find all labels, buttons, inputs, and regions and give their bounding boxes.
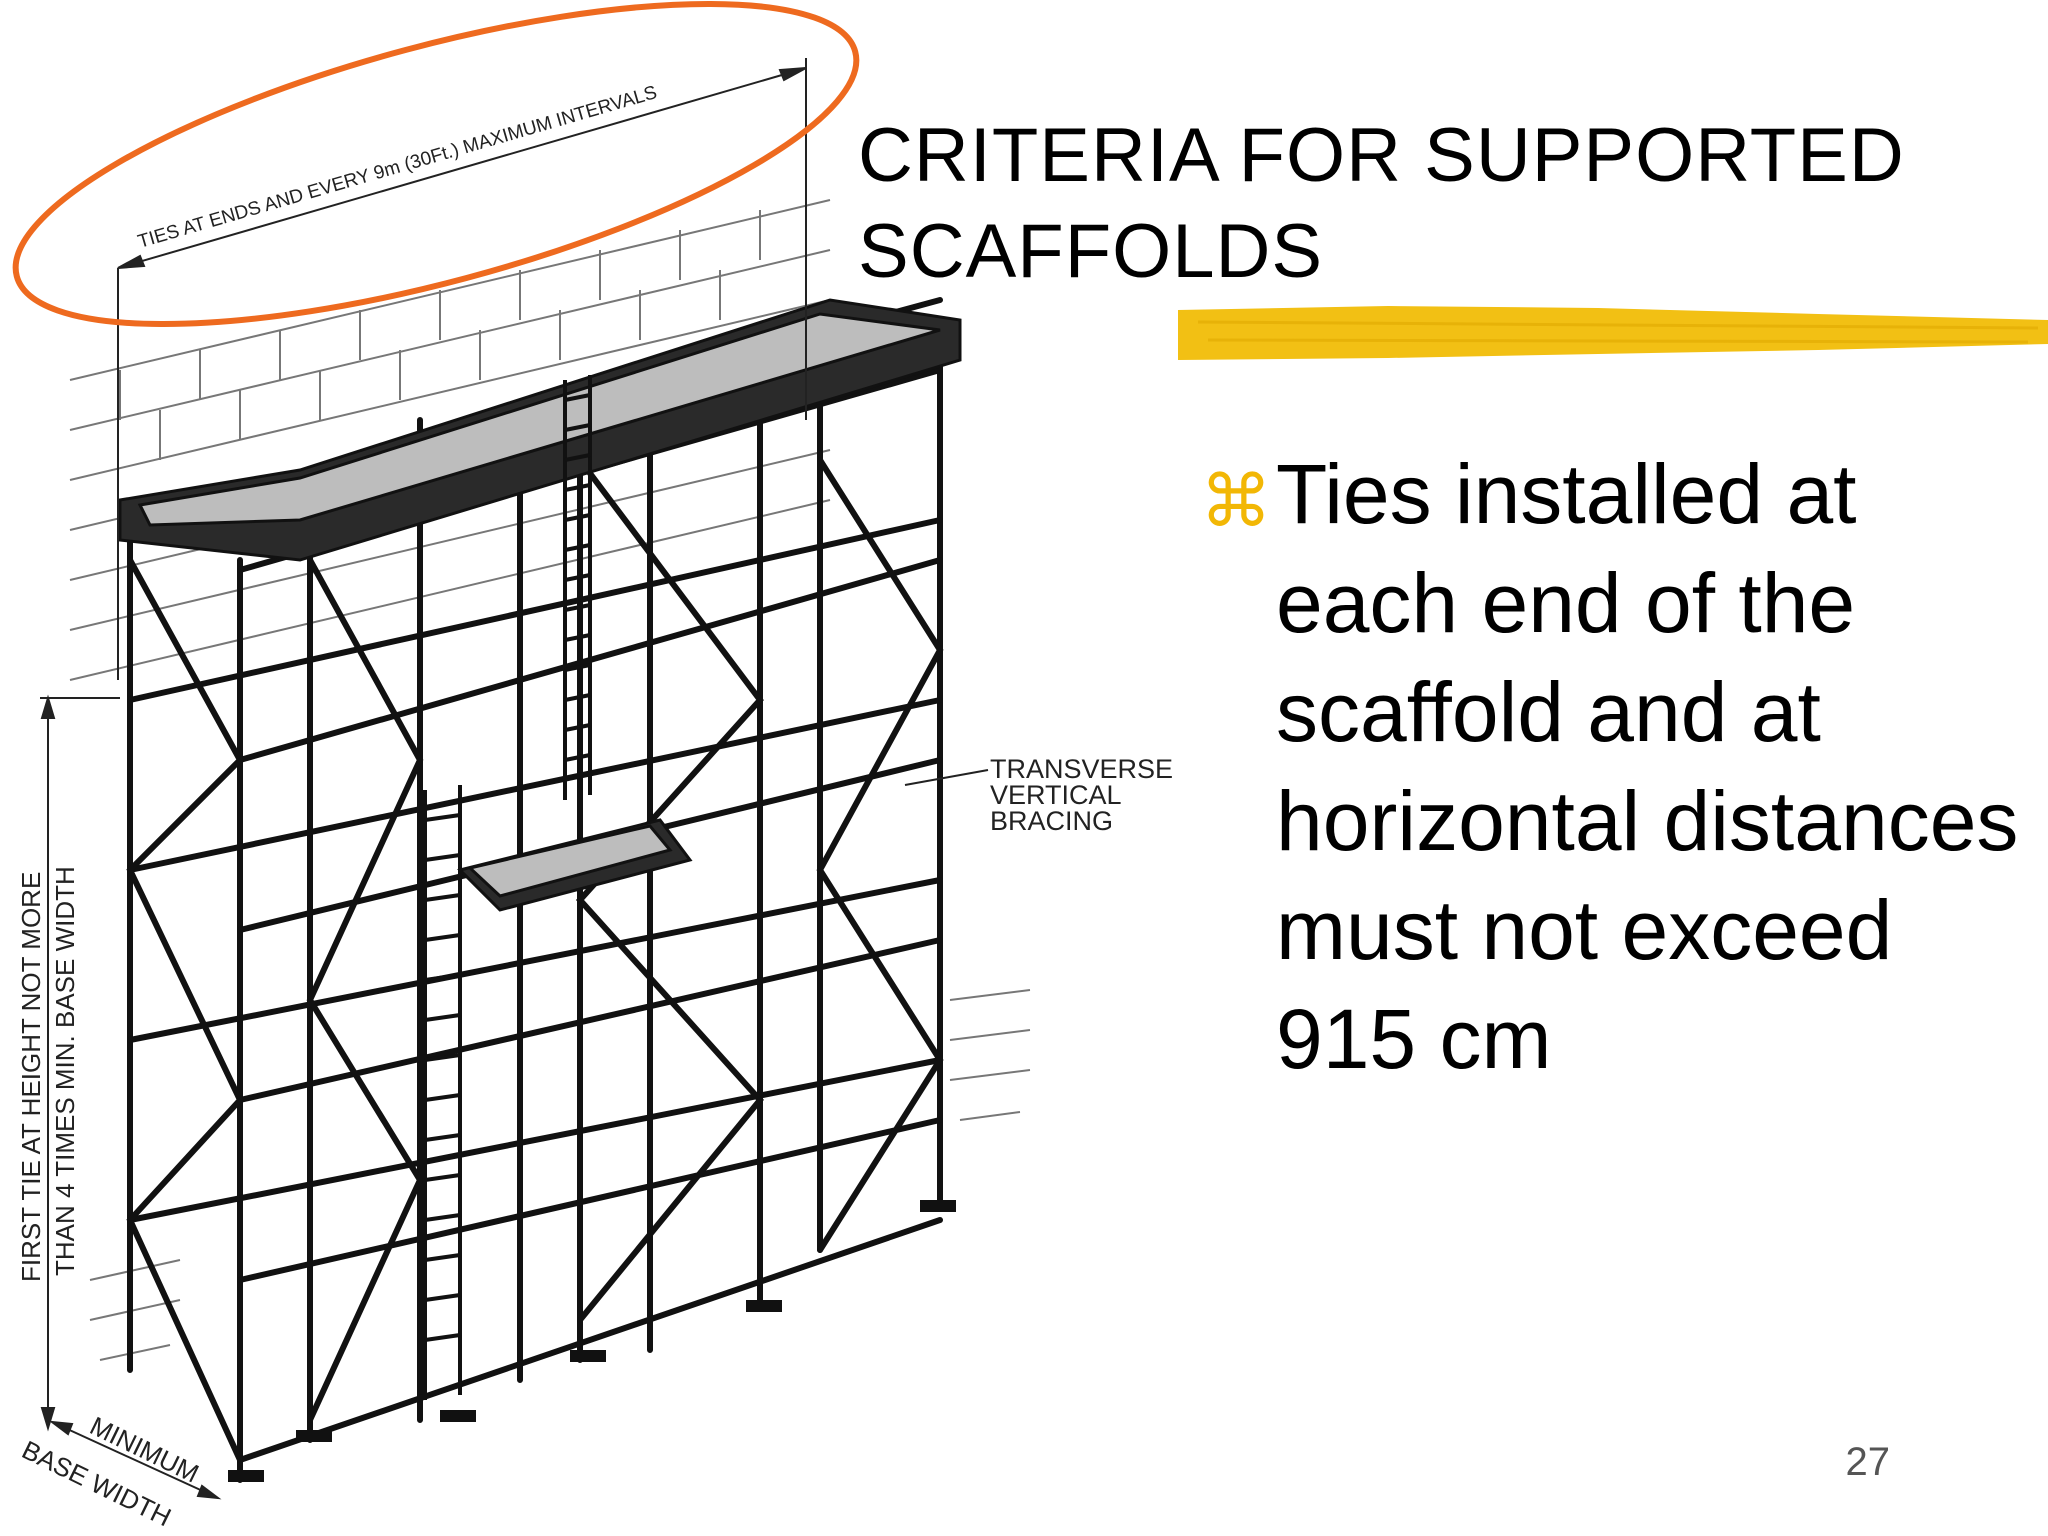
bullet-text: Ties installed at each end of the scaffo… (1276, 447, 2019, 1086)
base-width-dimension (48, 1420, 222, 1500)
bracing-label-line1: TRANSVERSE (990, 754, 1173, 784)
title-underline (1178, 306, 2048, 360)
first-tie-label-line1: FIRST TIE AT HEIGHT NOT MORE (16, 872, 46, 1282)
command-key-icon: ⌘ (1200, 459, 1272, 543)
base-plates (228, 1200, 956, 1482)
tie-interval-dimension (117, 58, 807, 680)
page-number: 27 (1845, 1440, 1891, 1484)
first-tie-label-line2: THAN 4 TIMES MIN. BASE WIDTH (50, 866, 80, 1276)
slide-title: CRITERIA FOR SUPPORTED SCAFFOLDS (858, 113, 1905, 294)
scaffold-illustration: TIES AT ENDS AND EVERY 9m (30Ft.) MAXIMU… (12, 0, 1173, 1532)
work-platforms (118, 298, 962, 912)
tie-interval-label: TIES AT ENDS AND EVERY 9m (30Ft.) MAXIMU… (136, 82, 660, 253)
ladders (423, 375, 592, 1400)
bracing-label-line3: BRACING (990, 806, 1113, 836)
bracing-label-line2: VERTICAL (990, 780, 1122, 810)
bullet-item: ⌘ Ties installed at each end of the scaf… (1200, 440, 2020, 1094)
bracing-leader-line (904, 769, 989, 786)
scaffold-frame (126, 297, 944, 1483)
highlight-ellipse (12, 0, 860, 328)
first-tie-dimension (40, 694, 120, 1432)
